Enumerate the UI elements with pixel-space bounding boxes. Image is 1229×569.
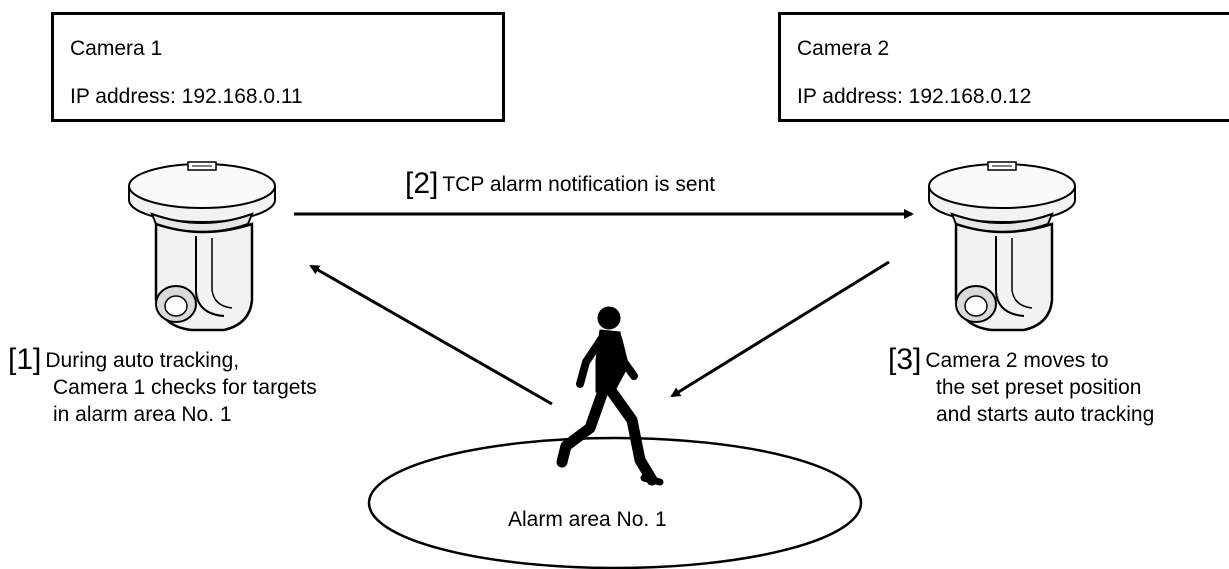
running-person-icon	[556, 306, 664, 486]
camera2-ip-address: IP address: 192.168.0.12	[797, 85, 1032, 108]
step3-line-1: Camera 2 moves to	[925, 349, 1109, 372]
camera1-name: Camera 1	[70, 37, 163, 60]
camera2-info-box: Camera 2 IP address: 192.168.0.12	[778, 12, 1229, 122]
step1-line-3: in alarm area No. 1	[53, 403, 232, 426]
alarm-area-label: Alarm area No. 1	[508, 508, 667, 531]
camera1-info-box: Camera 1 IP address: 192.168.0.11	[51, 12, 505, 122]
step1-line-2: Camera 1 checks for targets	[53, 376, 317, 399]
step2-number: [2]	[405, 167, 439, 200]
step3-number: [3]	[888, 343, 922, 376]
step1-label: [1]During auto tracking, Camera 1 checks…	[8, 343, 317, 428]
detection-arrow-to-camera1	[309, 264, 553, 406]
step3-label: [3]Camera 2 moves to the set preset posi…	[888, 343, 1155, 428]
step2-text: TCP alarm notification is sent	[442, 173, 716, 196]
camera1-ip-address: IP address: 192.168.0.11	[70, 85, 303, 108]
camera1-icon	[127, 160, 277, 332]
step2-label: [2]TCP alarm notification is sent	[405, 167, 716, 200]
camera2-icon	[927, 160, 1077, 332]
step3-line-2: the set preset position	[936, 376, 1142, 399]
step3-line-3: and starts auto tracking	[936, 403, 1155, 426]
command-arrow-from-camera2	[670, 260, 890, 398]
alarm-area-ellipse	[367, 436, 863, 569]
step1-line-1: During auto tracking,	[45, 349, 240, 372]
step1-number: [1]	[8, 343, 42, 376]
camera2-name: Camera 2	[797, 37, 890, 60]
